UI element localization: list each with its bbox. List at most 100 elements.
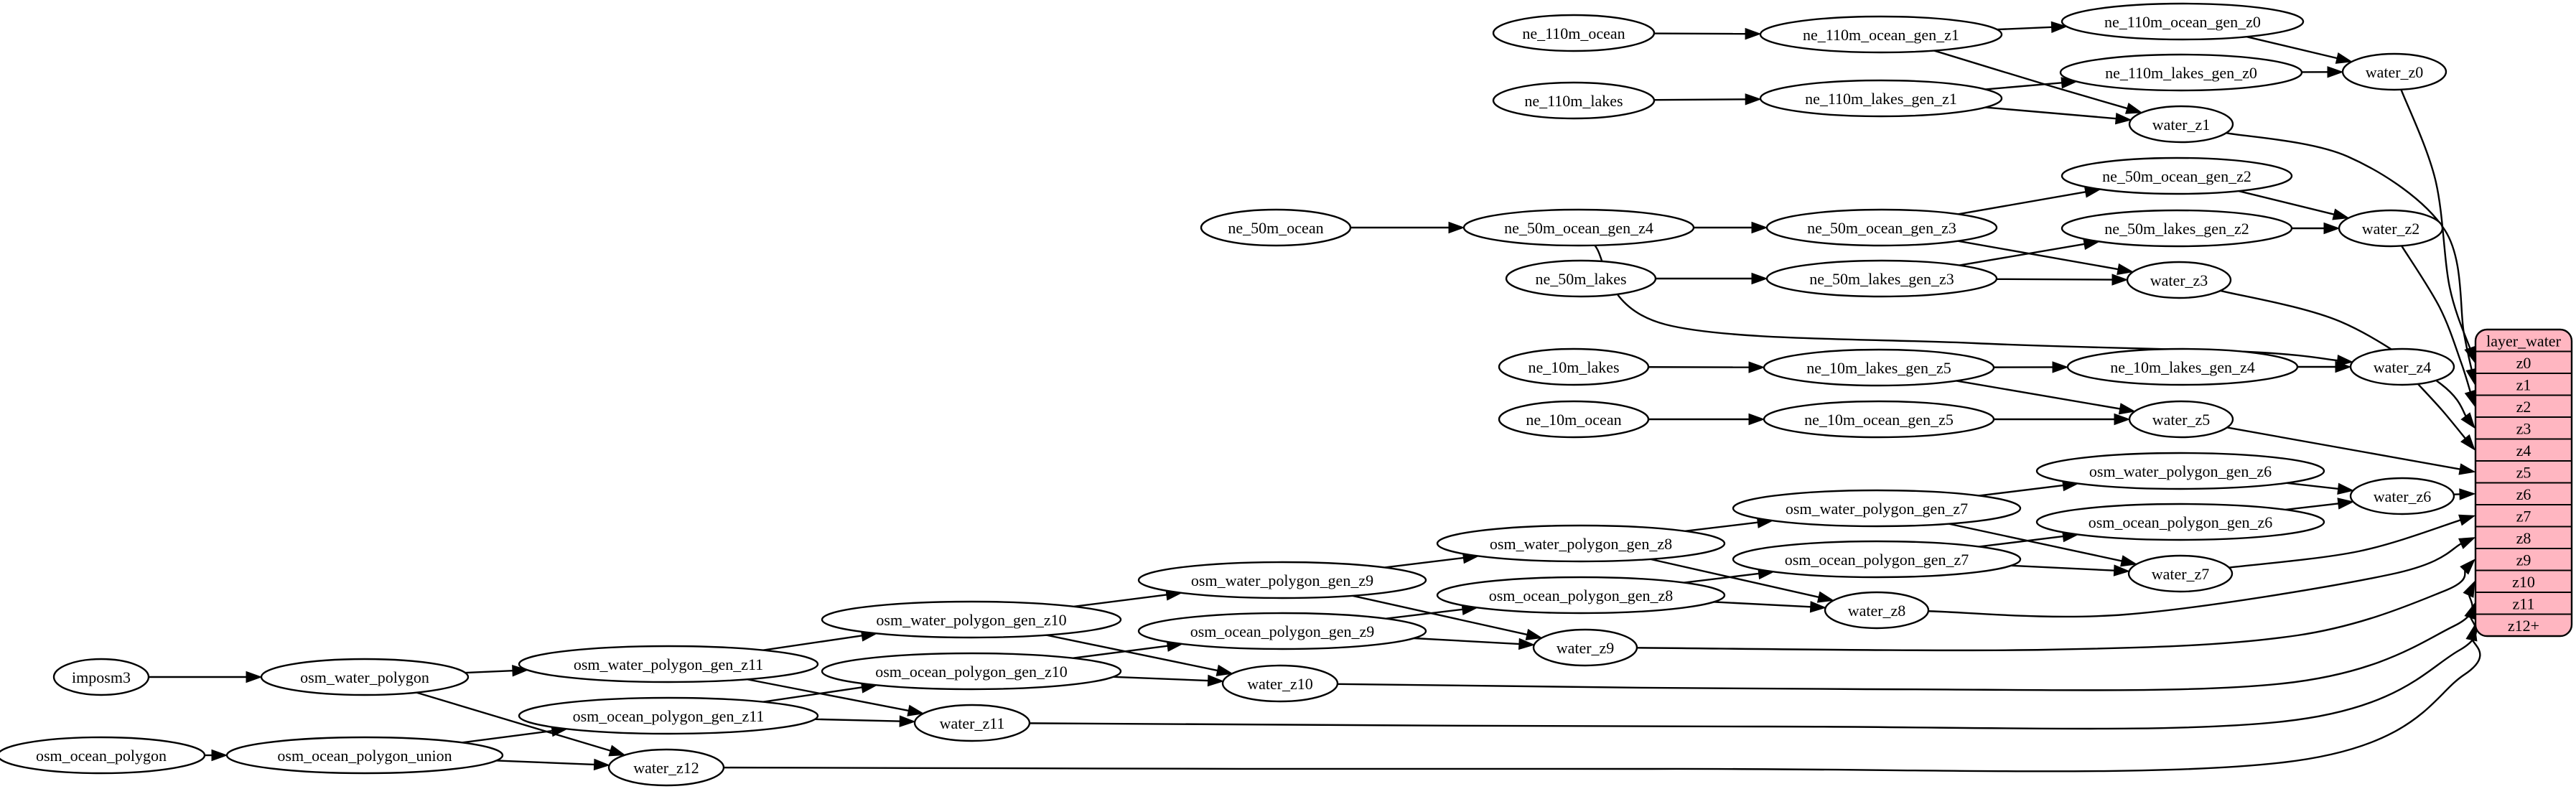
- node-ellipse: [1505, 259, 1657, 298]
- table-row-z9: z9: [2516, 551, 2531, 569]
- node-label: ne_10m_lakes: [1528, 358, 1619, 376]
- arrowhead-icon: [2458, 463, 2476, 475]
- arrowhead-icon: [2327, 66, 2344, 78]
- node-ellipse: [2349, 347, 2455, 386]
- arrowhead-icon: [2332, 208, 2350, 220]
- arrowhead-icon: [1748, 361, 1765, 373]
- arrowhead-icon: [2459, 488, 2476, 500]
- arrowhead-icon: [2458, 537, 2476, 549]
- node-osm_ocean_polygon: osm_ocean_polygon: [0, 736, 206, 775]
- node-osm_water_polygon_gen_z11: osm_water_polygon_gen_z11: [518, 645, 819, 683]
- node-ellipse: [1436, 576, 1726, 615]
- node-label: water_z12: [633, 759, 699, 777]
- table-row-z1: z1: [2516, 375, 2531, 393]
- node-ellipse: [2341, 52, 2447, 91]
- arrowhead-icon: [899, 715, 916, 727]
- edge-ne_50m_ocean_gen_z3--ne_50m_ocean_gen_z2: [1958, 186, 2101, 215]
- arrowhead-icon: [2337, 482, 2355, 495]
- arrowhead-icon: [2337, 498, 2355, 510]
- arrowhead-icon: [1748, 413, 1765, 426]
- node-label: osm_water_polygon_gen_z9: [1191, 571, 1373, 589]
- node-label: osm_ocean_polygon_gen_z7: [1785, 551, 1969, 569]
- table-row-z8: z8: [2516, 529, 2531, 547]
- arrowhead-icon: [1816, 591, 1835, 603]
- edge-water_z4--layer_water.z4: [2417, 383, 2475, 451]
- edge-imposm3--osm_water_polygon: [149, 671, 263, 683]
- node-osm_ocean_polygon_gen_z8: osm_ocean_polygon_gen_z8: [1436, 576, 1726, 615]
- node-label: imposm3: [72, 668, 131, 686]
- node-ne_10m_ocean_gen_z5: ne_10m_ocean_gen_z5: [1763, 400, 1995, 439]
- node-ellipse: [2128, 400, 2234, 439]
- node-ellipse: [2059, 53, 2303, 92]
- edge-osm_ocean_polygon_gen_z8--water_z8: [1714, 601, 1827, 613]
- node-ellipse: [1763, 400, 1995, 439]
- node-label: ne_50m_ocean_gen_z2: [2102, 167, 2251, 185]
- node-label: osm_water_polygon: [300, 668, 429, 686]
- node-label: osm_water_polygon_gen_z8: [1490, 535, 1672, 553]
- edge-osm_ocean_polygon_union--osm_ocean_polygon_gen_z11: [462, 724, 569, 744]
- node-ellipse: [2127, 554, 2234, 593]
- node-ellipse: [1221, 664, 1339, 703]
- node-ellipse: [913, 704, 1031, 742]
- node-label: ne_10m_ocean: [1526, 411, 1621, 429]
- node-label: water_z1: [2152, 116, 2211, 134]
- arrowhead-icon: [2465, 624, 2478, 642]
- node-ellipse: [2066, 347, 2299, 386]
- edge-water_z7--layer_water.z7: [2229, 514, 2476, 569]
- node-osm_water_polygon_gen_z7: osm_water_polygon_gen_z7: [1732, 489, 2022, 528]
- node-ne_50m_ocean_gen_z2: ne_50m_ocean_gen_z2: [2061, 157, 2293, 195]
- edge-ne_50m_lakes--ne_50m_lakes_gen_z3: [1656, 272, 1768, 285]
- table-row-z12+: z12+: [2508, 617, 2539, 635]
- node-label: osm_water_polygon_gen_z6: [2089, 462, 2272, 480]
- node-osm_ocean_polygon_gen_z9: osm_ocean_polygon_gen_z9: [1137, 612, 1427, 650]
- node-ellipse: [821, 652, 1122, 691]
- table-row-z3: z3: [2516, 419, 2531, 437]
- node-label: ne_50m_ocean: [1228, 219, 1323, 237]
- node-label: osm_ocean_polygon_gen_z10: [875, 663, 1068, 681]
- node-osm_ocean_polygon_gen_z6: osm_ocean_polygon_gen_z6: [2035, 503, 2325, 541]
- node-ellipse: [2349, 477, 2455, 515]
- node-ellipse: [1759, 79, 2003, 118]
- node-ne_10m_ocean: ne_10m_ocean: [1498, 400, 1650, 439]
- arrowhead-icon: [1809, 601, 1827, 613]
- node-label: water_z11: [940, 714, 1005, 732]
- node-ellipse: [1765, 259, 1998, 298]
- table-title: layer_water: [2486, 332, 2561, 350]
- node-ellipse: [2061, 209, 2293, 248]
- table-row-z5: z5: [2516, 463, 2531, 481]
- node-label: ne_50m_lakes_gen_z3: [1809, 270, 1954, 288]
- arrowhead-icon: [2118, 403, 2136, 415]
- node-ellipse: [518, 696, 819, 735]
- edge-water_z6--layer_water.z6: [2453, 488, 2476, 500]
- arrowhead-icon: [1745, 93, 1762, 106]
- node-label: osm_water_polygon_gen_z10: [876, 611, 1066, 629]
- node-ne_110m_ocean_gen_z0: ne_110m_ocean_gen_z0: [2061, 2, 2305, 41]
- edge-ne_110m_ocean_gen_z1--ne_110m_ocean_gen_z0: [1997, 21, 2068, 34]
- arrowhead-icon: [2463, 580, 2475, 598]
- node-ellipse: [1732, 540, 2022, 579]
- node-water_z8: water_z8: [1824, 591, 1930, 630]
- node-water_z2: water_z2: [2338, 209, 2444, 248]
- node-water_z12: water_z12: [607, 748, 725, 787]
- node-label: ne_110m_ocean_gen_z1: [1803, 26, 1959, 44]
- arrowhead-icon: [593, 758, 611, 771]
- arrowhead-icon: [2111, 274, 2129, 286]
- node-water_z4: water_z4: [2349, 347, 2455, 386]
- node-ellipse: [1824, 591, 1930, 630]
- arrowhead-icon: [2464, 602, 2475, 620]
- arrowhead-icon: [1751, 272, 1768, 285]
- node-ellipse: [1763, 348, 1995, 387]
- node-water_z10: water_z10: [1221, 664, 1339, 703]
- edge-osm_water_polygon_gen_z11--osm_water_polygon_gen_z10: [762, 630, 878, 651]
- node-ellipse: [1498, 347, 1650, 386]
- node-osm_ocean_polygon_union: osm_ocean_polygon_union: [225, 736, 504, 775]
- arrowhead-icon: [1525, 628, 1543, 640]
- node-label: osm_water_polygon_gen_z7: [1786, 500, 1968, 518]
- node-ellipse: [225, 736, 504, 775]
- node-water_z9: water_z9: [1532, 628, 1638, 667]
- edge-osm_ocean_polygon_union--water_z12: [496, 758, 611, 771]
- node-osm_water_polygon_gen_z6: osm_water_polygon_gen_z6: [2035, 452, 2325, 490]
- node-osm_ocean_polygon_gen_z10: osm_ocean_polygon_gen_z10: [821, 652, 1122, 691]
- node-label: ne_10m_lakes_gen_z4: [2110, 358, 2255, 376]
- edge-water_z3--layer_water.z3: [2220, 289, 2475, 429]
